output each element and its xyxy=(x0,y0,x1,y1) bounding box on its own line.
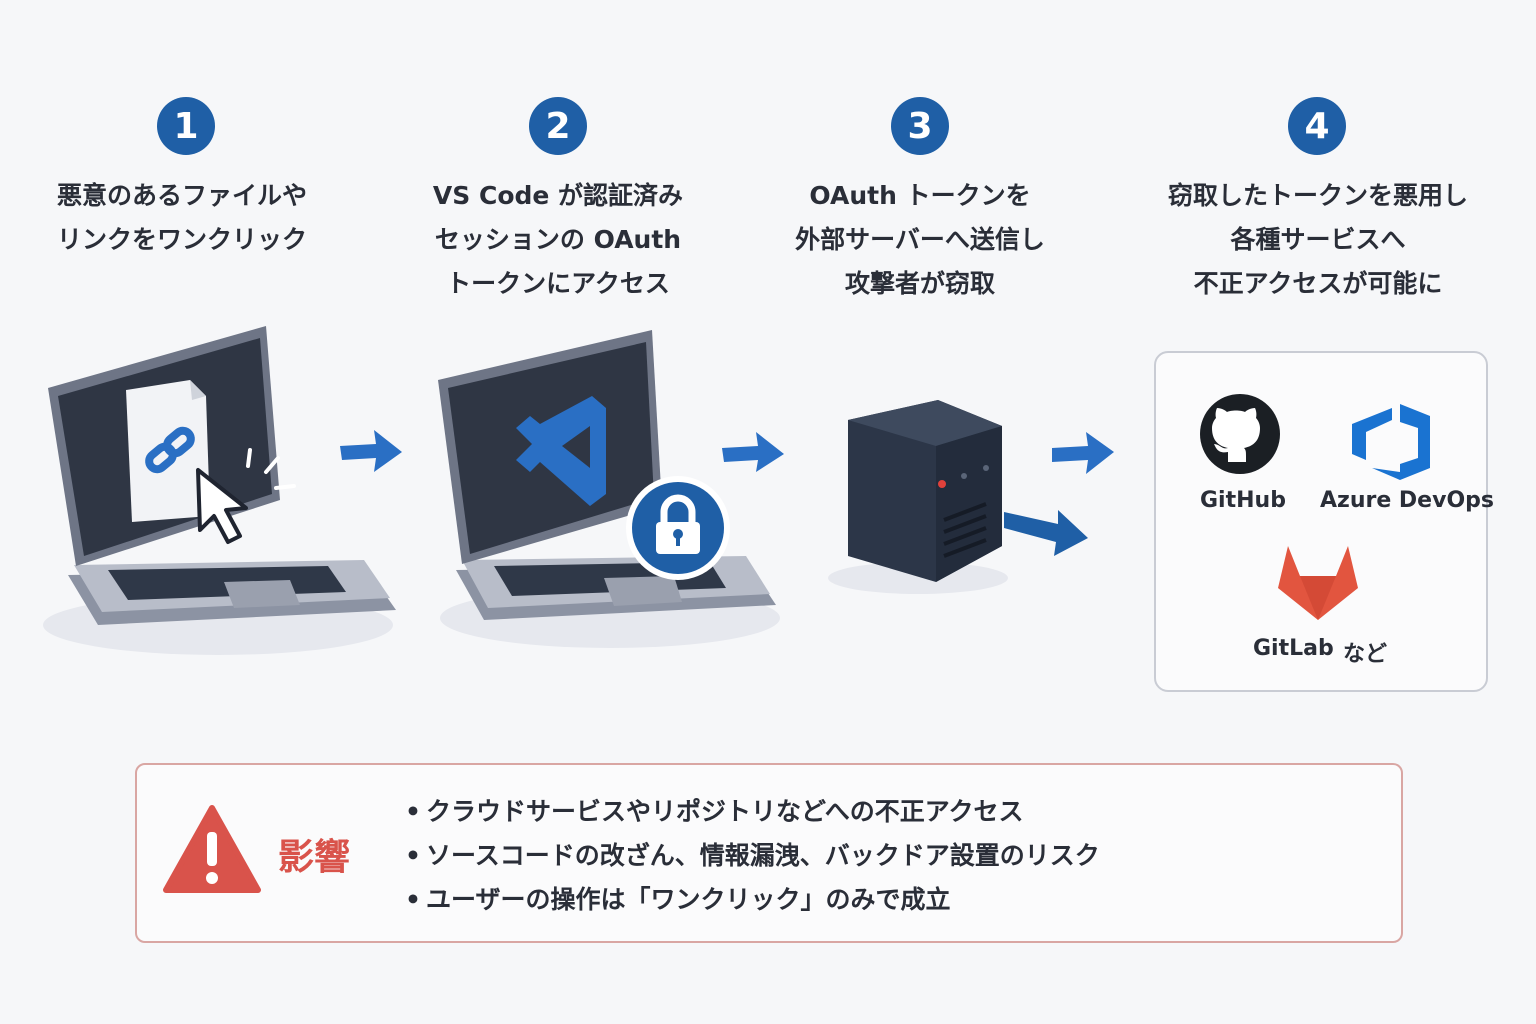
warning-icon xyxy=(163,805,261,893)
step-4-line-1: 窃取したトークンを悪用し xyxy=(1167,181,1468,210)
gitlab-icon xyxy=(1278,546,1358,620)
services-etc-label: など xyxy=(1343,642,1388,667)
github-icon xyxy=(1200,394,1280,474)
impact-title: 影響 xyxy=(278,837,351,878)
laptop-vscode-illustration xyxy=(438,330,780,648)
vscode-logo-icon xyxy=(516,396,606,506)
impact-list: クラウドサービスやリポジトリなどへの不正アクセス ソースコードの改ざん、情報漏洩… xyxy=(400,790,1100,922)
flow-arrow-3-lower xyxy=(1004,510,1088,556)
step-4-number: 4 xyxy=(1288,97,1346,155)
step-1-line-2: リンクをワンクリック xyxy=(56,225,307,254)
link-icon xyxy=(145,426,195,474)
flow-arrow-3-upper xyxy=(1052,432,1114,474)
step-4-label: 窃取したトークンを悪用し 各種サービスへ 不正アクセスが可能に xyxy=(1158,174,1478,306)
services-panel xyxy=(1154,351,1488,692)
server-status-light xyxy=(938,480,946,488)
step-4-line-3: 不正アクセスが可能に xyxy=(1193,269,1443,298)
azure-devops-icon xyxy=(1352,404,1430,480)
step-3-line-3: 攻撃者が窃取 xyxy=(844,269,995,298)
step-3-line-1: OAuth トークンを xyxy=(809,181,1031,210)
step-3-line-2: 外部サーバーへ送信し xyxy=(795,225,1045,254)
impact-item-3: ユーザーの操作は「ワンクリック」のみで成立 xyxy=(400,878,1100,922)
lock-icon xyxy=(626,476,730,580)
step-3-label: OAuth トークンを 外部サーバーへ送信し 攻撃者が窃取 xyxy=(760,174,1080,306)
step-2-line-3: トークンにアクセス xyxy=(446,269,670,298)
laptop-link-illustration xyxy=(43,326,396,655)
github-label: GitHub xyxy=(1200,488,1286,513)
step-2-number: 2 xyxy=(529,97,587,155)
step-1-number: 1 xyxy=(157,97,215,155)
azure-devops-label: Azure DevOps xyxy=(1320,488,1494,513)
step-3-number: 3 xyxy=(891,97,949,155)
impact-item-1: クラウドサービスやリポジトリなどへの不正アクセス xyxy=(400,790,1100,834)
mouse-cursor-icon xyxy=(196,468,248,544)
step-2-line-2: セッションの OAuth xyxy=(434,225,682,254)
server-illustration xyxy=(828,400,1008,594)
impact-item-2: ソースコードの改ざん、情報漏洩、バックドア設置のリスク xyxy=(400,834,1100,878)
step-2-label: VS Code が認証済み セッションの OAuth トークンにアクセス xyxy=(398,174,718,306)
gitlab-label: GitLab xyxy=(1253,636,1334,661)
flow-arrow-1 xyxy=(340,430,402,472)
step-1-label: 悪意のあるファイルや リンクをワンクリック xyxy=(22,174,342,262)
step-2-line-1: VS Code が認証済み xyxy=(432,181,684,210)
click-burst-icon xyxy=(246,448,296,490)
step-1-line-1: 悪意のあるファイルや xyxy=(56,181,307,210)
step-4-line-2: 各種サービスへ xyxy=(1230,225,1406,254)
server-vent-icon xyxy=(943,502,987,558)
flow-arrow-2 xyxy=(722,432,784,472)
